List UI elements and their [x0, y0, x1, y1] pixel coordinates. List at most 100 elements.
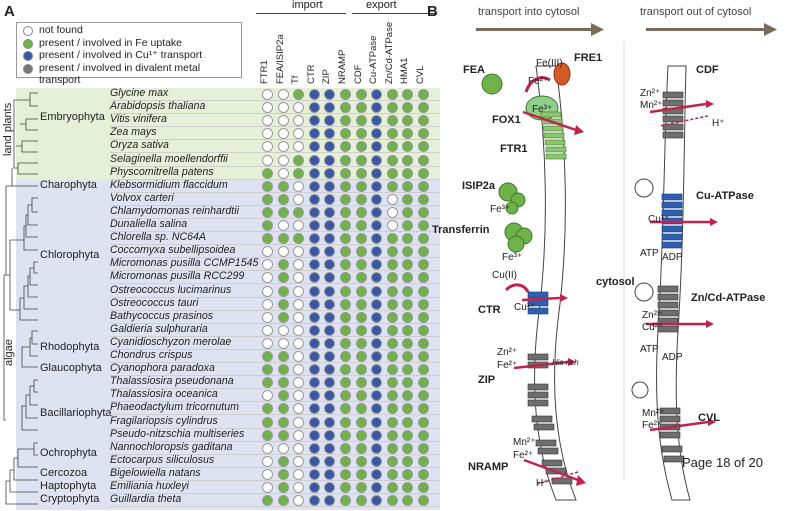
legend-swatch [23, 38, 33, 49]
presence-cell [277, 311, 289, 323]
presence-cell [324, 246, 336, 258]
presence-cell [418, 206, 429, 218]
presence-cell [293, 154, 305, 166]
label-fox1: FOX1 [492, 114, 521, 126]
presence-cell [371, 403, 383, 415]
species-name: Vitis vinifera [110, 113, 167, 126]
presence-cell [402, 416, 414, 428]
presence-cell [308, 324, 320, 336]
presence-cell [262, 167, 273, 179]
row-divider [110, 388, 440, 390]
presence-cell [418, 193, 429, 205]
presence-cell [340, 403, 351, 415]
column-header: CDF [352, 64, 364, 84]
presence-cell [340, 141, 351, 153]
row-divider [110, 152, 440, 154]
presence-cell [324, 272, 336, 284]
presence-cell [355, 364, 367, 376]
species-name: Nannochloropsis gaditana [110, 440, 233, 453]
presence-cell [277, 102, 289, 114]
phylogenetic-tree [3, 92, 38, 505]
fre1-protein [524, 62, 571, 93]
presence-cell [355, 233, 367, 245]
row-divider [110, 113, 440, 115]
presence-cell [308, 429, 320, 441]
presence-cell [340, 115, 351, 127]
presence-cell [262, 364, 273, 376]
legend-label: present / involved in Fe uptake [39, 36, 183, 49]
row-divider [110, 231, 440, 232]
presence-cell [324, 495, 336, 507]
presence-cell [324, 115, 336, 127]
presence-cell [262, 455, 273, 467]
label-ftr1: FTR1 [500, 143, 528, 155]
legend-label: present / involved in divalent metal tra… [39, 61, 201, 86]
presence-cell [355, 337, 367, 349]
species-name: Chondrus crispus [110, 349, 193, 361]
presence-cell [402, 337, 414, 349]
row-divider [110, 217, 440, 219]
presence-cell [402, 298, 414, 310]
presence-cell [386, 324, 398, 336]
presence-cell [418, 89, 429, 100]
species-name: Cyanophora paradoxa [110, 362, 215, 375]
row-divider [110, 348, 440, 350]
species-name: Galdieria sulphuraria [110, 322, 208, 335]
presence-cell [340, 442, 351, 454]
presence-cell [324, 324, 336, 336]
presence-cell [371, 259, 383, 271]
presence-cell [324, 390, 336, 402]
presence-cell [277, 272, 289, 284]
presence-cell [324, 377, 336, 389]
presence-cell [262, 482, 273, 493]
presence-cell [386, 455, 398, 467]
presence-cell [293, 102, 305, 114]
presence-cell [402, 246, 414, 258]
row-divider [110, 126, 440, 128]
ion-mn-cdf: Mn²⁺ [640, 100, 663, 111]
presence-cell [308, 154, 320, 166]
presence-cell [308, 298, 320, 310]
species-name: Cyanidioschyzon merolae [110, 335, 232, 348]
presence-cell [402, 495, 414, 507]
presence-cell [402, 115, 414, 127]
presence-cell [371, 364, 383, 376]
presence-cell [402, 193, 414, 205]
presence-cell [371, 233, 383, 245]
presence-cell [371, 351, 383, 362]
presence-cell [402, 324, 414, 336]
ion-cu-ii: Cu(II) [492, 270, 517, 281]
presence-cell [355, 416, 367, 428]
presence-cell [262, 246, 273, 258]
ion-mn-cvl: Mn²⁺ [642, 408, 665, 419]
presence-cell [277, 259, 289, 271]
presence-cell [386, 416, 398, 428]
taxon-group-label: Chlorophyta [40, 249, 100, 262]
column-header: Tf [290, 75, 302, 84]
presence-cell [308, 89, 320, 100]
presence-cell [386, 246, 398, 258]
presence-cell [293, 337, 305, 349]
fea-protein [481, 73, 503, 95]
presence-cell [262, 351, 273, 362]
presence-cell [418, 233, 429, 245]
taxon-group-label: Ochrophyta [40, 447, 97, 460]
presence-cell [371, 416, 383, 428]
presence-cell [293, 128, 305, 140]
species-name: Thalassiosira oceanica [110, 388, 218, 401]
zn-cd-atpase-protein [657, 285, 679, 333]
presence-cell [386, 193, 398, 205]
presence-cell [277, 167, 289, 179]
presence-cell [371, 115, 383, 127]
presence-cell [277, 298, 289, 310]
presence-cell [308, 115, 320, 127]
presence-cell [418, 495, 429, 507]
presence-cell [293, 429, 305, 441]
presence-cell [324, 220, 336, 231]
presence-cell [340, 351, 351, 362]
row-divider [110, 362, 440, 363]
presence-cell [293, 220, 305, 231]
species-name: Klebsormidium flaccidum [110, 178, 228, 191]
presence-cell [371, 324, 383, 336]
presence-cell [308, 468, 320, 480]
